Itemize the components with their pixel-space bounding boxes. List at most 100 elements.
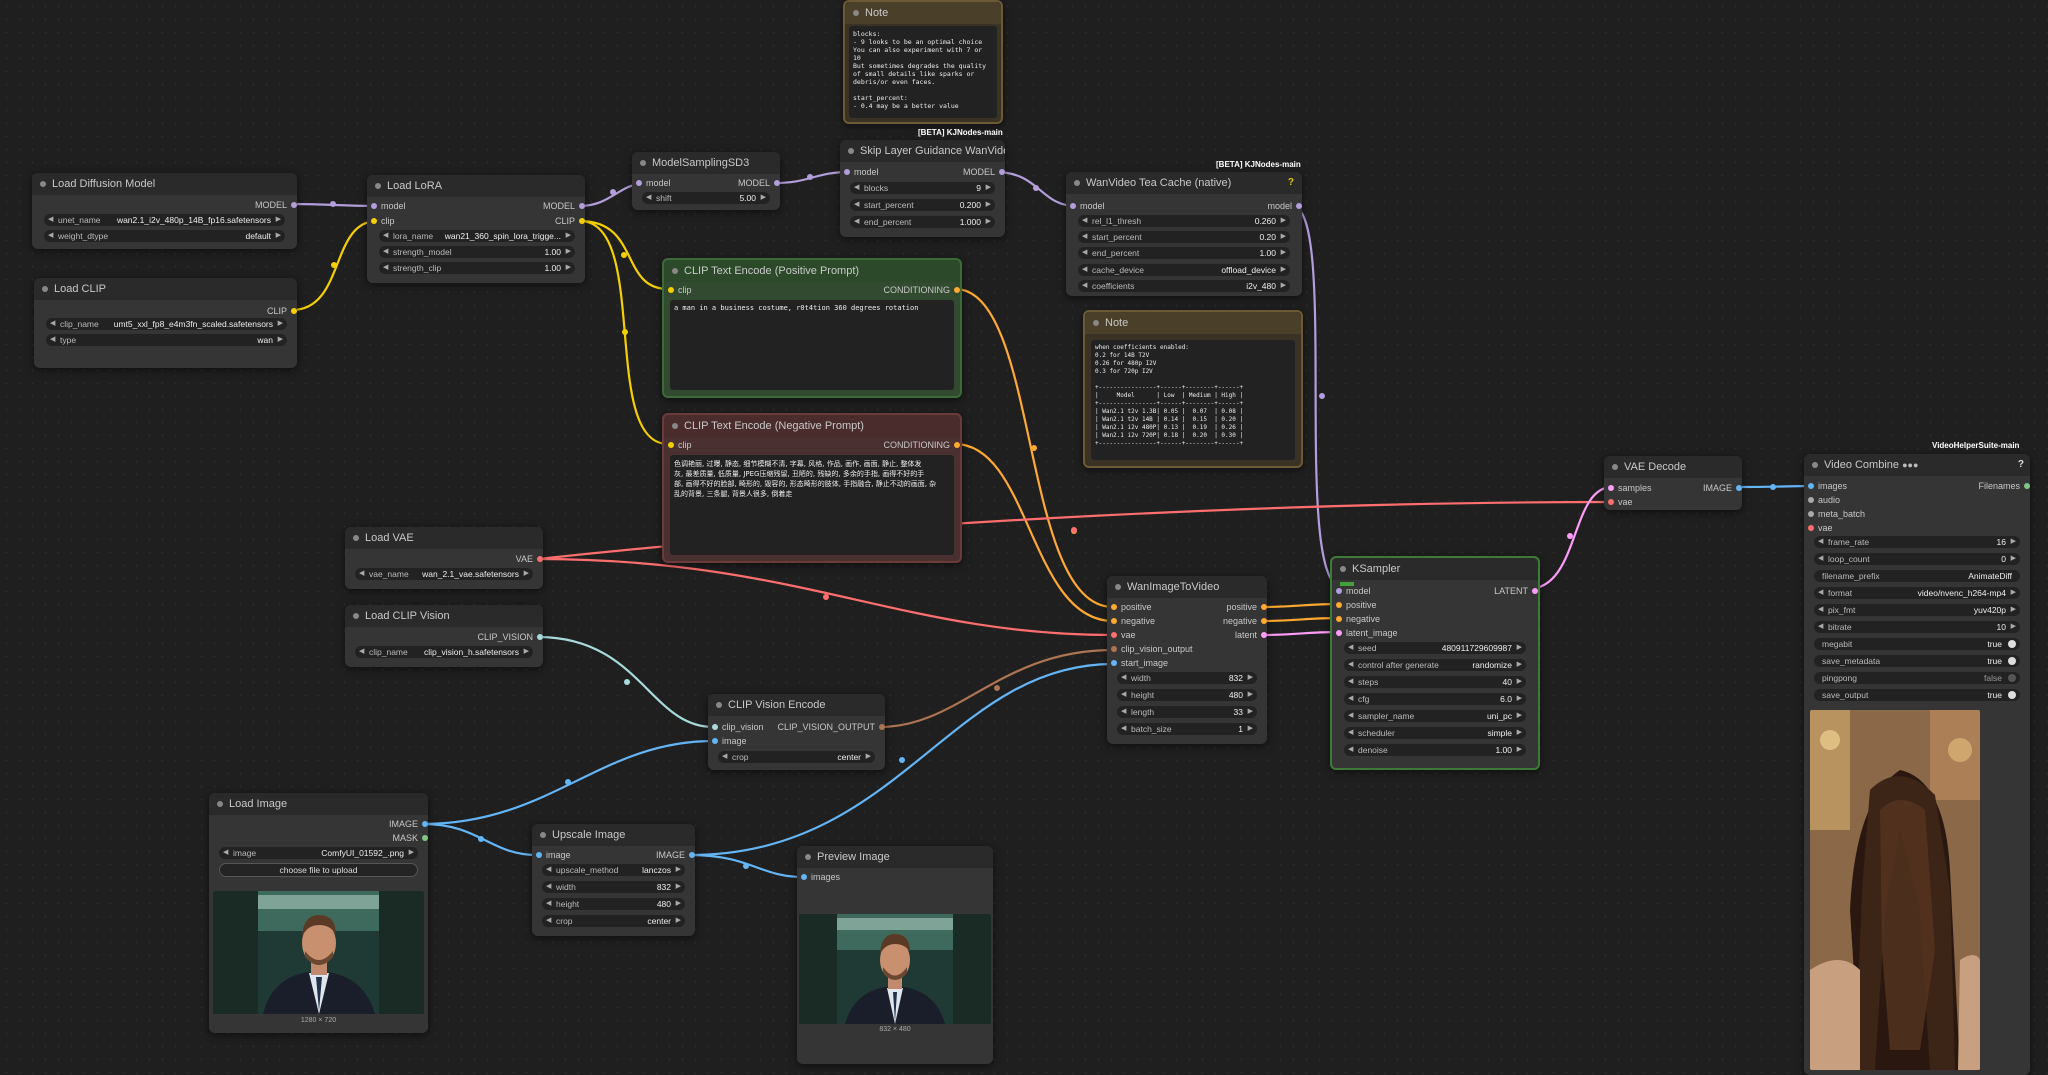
input-clip-vision-output[interactable]: clip_vision_output xyxy=(1111,643,1193,655)
input-model[interactable]: model xyxy=(1070,200,1105,212)
input-model[interactable]: model xyxy=(1336,585,1371,597)
input-positive[interactable]: positive xyxy=(1111,601,1152,613)
input-meta-batch[interactable]: meta_batch xyxy=(1808,508,1865,520)
input-model[interactable]: model xyxy=(844,166,879,178)
output-vae[interactable]: VAE xyxy=(516,553,543,565)
tea-cache-node[interactable]: WanVideo Tea Cache (native) ? model mode… xyxy=(1066,172,1302,296)
output-latent[interactable]: latent xyxy=(1235,629,1267,641)
input-image[interactable]: image xyxy=(536,849,571,861)
output-negative[interactable]: negative xyxy=(1223,615,1267,627)
input-audio[interactable]: audio xyxy=(1808,494,1840,506)
input-start-image[interactable]: start_image xyxy=(1111,657,1168,669)
input-images[interactable]: images xyxy=(1808,480,1847,492)
input-negative[interactable]: negative xyxy=(1336,613,1380,625)
output-clip[interactable]: CLIP xyxy=(555,215,585,227)
note-text[interactable]: when coefficients enabled: 0.2 for 14B T… xyxy=(1091,340,1295,460)
input-vae[interactable]: vae xyxy=(1808,522,1833,534)
output-positive[interactable]: positive xyxy=(1226,601,1267,613)
output-conditioning[interactable]: CONDITIONING xyxy=(884,284,960,296)
input-clip[interactable]: clip xyxy=(668,284,692,296)
input-vae[interactable]: vae xyxy=(1111,629,1136,641)
output-filenames[interactable]: Filenames xyxy=(1978,480,2030,492)
input-clip[interactable]: clip xyxy=(371,215,395,227)
output-model[interactable]: MODEL xyxy=(738,177,780,189)
clip-text-encode-positive-node[interactable]: CLIP Text Encode (Positive Prompt) clip … xyxy=(662,258,962,398)
clip-vision-encode-node[interactable]: CLIP Vision Encode clip_vision image CLI… xyxy=(708,694,885,770)
preview-image-node[interactable]: Preview Image images 832 × 480 xyxy=(797,846,993,1064)
skip-layer-guidance-node[interactable]: Skip Layer Guidance WanVideo model MODEL… xyxy=(840,140,1005,237)
note-text[interactable]: blocks: - 9 looks to be an optimal choic… xyxy=(849,26,997,118)
negative-prompt-textarea[interactable]: 色调艳丽, 过曝, 静态, 细节模糊不清, 字幕, 风格, 作品, 画作, 画面… xyxy=(670,455,954,555)
wan-image-to-video-node[interactable]: WanImageToVideo positive negative vae cl… xyxy=(1107,576,1267,744)
upscale-image-node[interactable]: Upscale Image image IMAGE ◀upscale_metho… xyxy=(532,824,695,936)
note-node-mid[interactable]: Note when coefficients enabled: 0.2 for … xyxy=(1083,310,1303,468)
output-clip-vision[interactable]: CLIP_VISION xyxy=(477,631,543,643)
output-model[interactable]: model xyxy=(1267,200,1302,212)
output-model[interactable]: MODEL xyxy=(543,200,585,212)
load-lora-node[interactable]: Load LoRA model clip MODEL CLIP ◀lora_na… xyxy=(367,175,585,283)
output-conditioning[interactable]: CONDITIONING xyxy=(884,439,960,451)
output-clip[interactable]: CLIP xyxy=(267,305,297,317)
input-latent-image[interactable]: latent_image xyxy=(1336,627,1398,639)
video-combine-node[interactable]: Video Combine ●●● ? images audio meta_ba… xyxy=(1804,454,2030,1075)
input-clip-vision[interactable]: clip_vision xyxy=(712,721,764,733)
output-image[interactable]: IMAGE xyxy=(389,818,428,830)
output-model[interactable]: MODEL xyxy=(963,166,1005,178)
note-node-top[interactable]: Note blocks: - 9 looks to be an optimal … xyxy=(843,0,1003,124)
positive-prompt-textarea[interactable]: a man in a business costume, r0t4tion 36… xyxy=(670,300,954,390)
clip-text-encode-negative-node[interactable]: CLIP Text Encode (Negative Prompt) clip … xyxy=(662,413,962,563)
input-clip[interactable]: clip xyxy=(668,439,692,451)
ksampler-node[interactable]: KSampler model positive negative latent_… xyxy=(1330,556,1540,770)
input-positive[interactable]: positive xyxy=(1336,599,1377,611)
output-mask[interactable]: MASK xyxy=(392,832,428,844)
vae-decode-node[interactable]: VAE Decode samples vae IMAGE xyxy=(1604,456,1742,510)
input-negative[interactable]: negative xyxy=(1111,615,1155,627)
upload-button[interactable]: choose file to upload xyxy=(219,863,418,877)
